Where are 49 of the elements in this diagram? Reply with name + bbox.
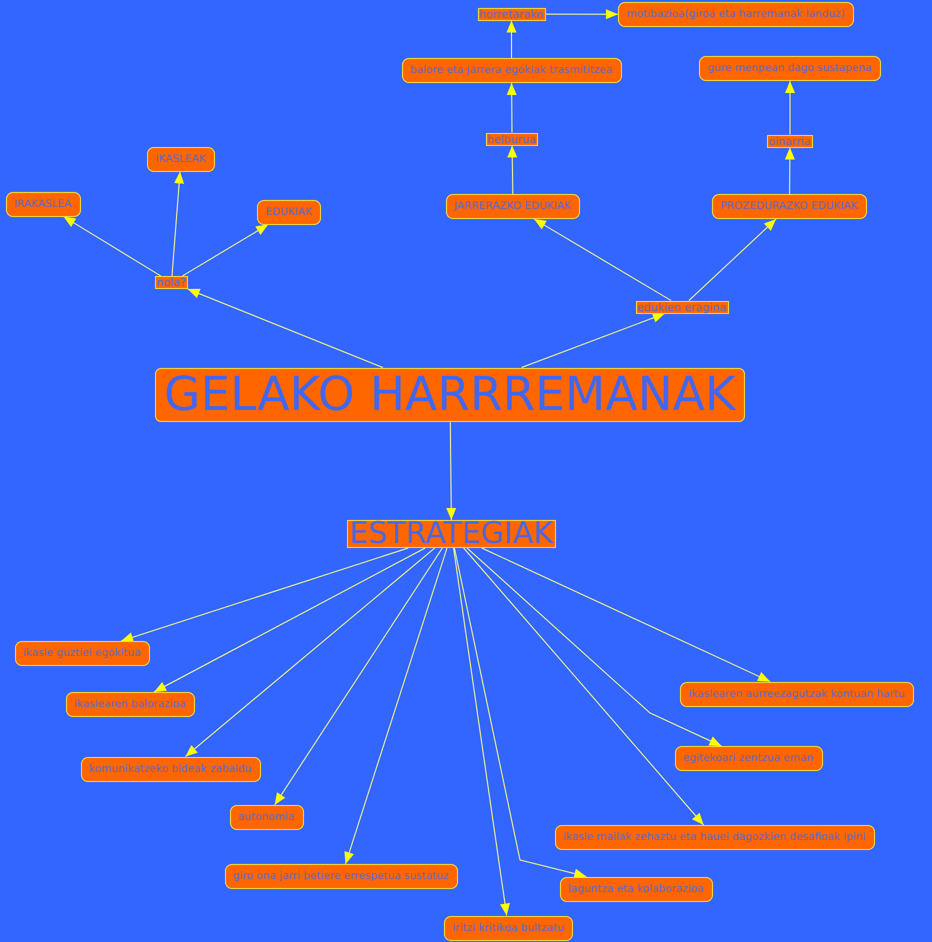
concept-box: komunikatzeko bideak zabaldu bbox=[80, 756, 261, 782]
arrow bbox=[184, 548, 436, 757]
arrow bbox=[344, 548, 448, 864]
concept-box: IKASLEAK bbox=[147, 146, 216, 172]
arrow bbox=[453, 548, 510, 916]
arrow bbox=[463, 548, 704, 826]
arrow bbox=[62, 216, 162, 276]
concept-box: motibazioa(giroa eta harremanak landuz) bbox=[618, 2, 854, 27]
concept-box: laguntza eta kolaborazioa bbox=[560, 876, 714, 902]
arrow bbox=[534, 218, 672, 301]
concept-box: ikaslearen balorazioa bbox=[66, 692, 196, 717]
linking-phrase-box: edukien eragina bbox=[636, 300, 729, 314]
linking-phrase-box: nola? bbox=[155, 276, 188, 289]
arrow bbox=[506, 20, 516, 58]
linking-phrase-box: oinarria bbox=[767, 134, 814, 148]
arrow bbox=[454, 548, 587, 878]
arrow bbox=[187, 288, 384, 368]
concept-box: ikasle mailak zehaztu eta hauei dagozkien desafioak ipini bbox=[554, 825, 875, 850]
concept-box: ikaslearen aurreezagutzak kontuan hartu bbox=[680, 682, 914, 706]
arrow bbox=[154, 548, 426, 692]
concept-box: JARRERAZKO EDUKIAK bbox=[446, 194, 580, 219]
arrow bbox=[506, 82, 517, 133]
arrow bbox=[446, 421, 456, 520]
arrow bbox=[274, 548, 443, 806]
arrow bbox=[466, 548, 722, 746]
arrow bbox=[507, 145, 518, 194]
arrow bbox=[521, 313, 666, 368]
concept-box: IRAKASLEA bbox=[6, 192, 81, 216]
linking-phrase-box: horretarako bbox=[478, 8, 546, 20]
concept-box: autonomia bbox=[230, 805, 304, 830]
arrow bbox=[545, 9, 618, 20]
heading-label-box: ESTRATEGIAK bbox=[346, 520, 556, 548]
concept-box: giro ona jarri betiere errespetua sustatuz bbox=[224, 864, 458, 889]
main-concept-box: GELAKO HARRREMANAK bbox=[155, 368, 745, 422]
concept-box: EDUKIAK bbox=[257, 200, 322, 224]
arrow bbox=[688, 218, 777, 301]
concept-box: iritzi kritikoa bultzatu bbox=[444, 916, 574, 940]
arrow bbox=[182, 224, 269, 276]
arrow bbox=[785, 80, 795, 135]
arrow bbox=[481, 548, 770, 682]
concept-box: egitekoari zentzua eman bbox=[674, 746, 823, 771]
arrow bbox=[120, 548, 409, 642]
concept-box: balore eta jarrera egokiak trasmititzea bbox=[402, 58, 622, 83]
concept-box: gure menpean dago sustapena bbox=[699, 56, 881, 81]
concept-box: PROZEDURAZKO EDUKIAK bbox=[712, 194, 868, 219]
arrow bbox=[172, 171, 184, 276]
arrow bbox=[784, 147, 795, 194]
linking-phrase-box: helburua bbox=[486, 132, 538, 146]
concept-box: ikasle guztiei egokitua bbox=[14, 641, 150, 666]
